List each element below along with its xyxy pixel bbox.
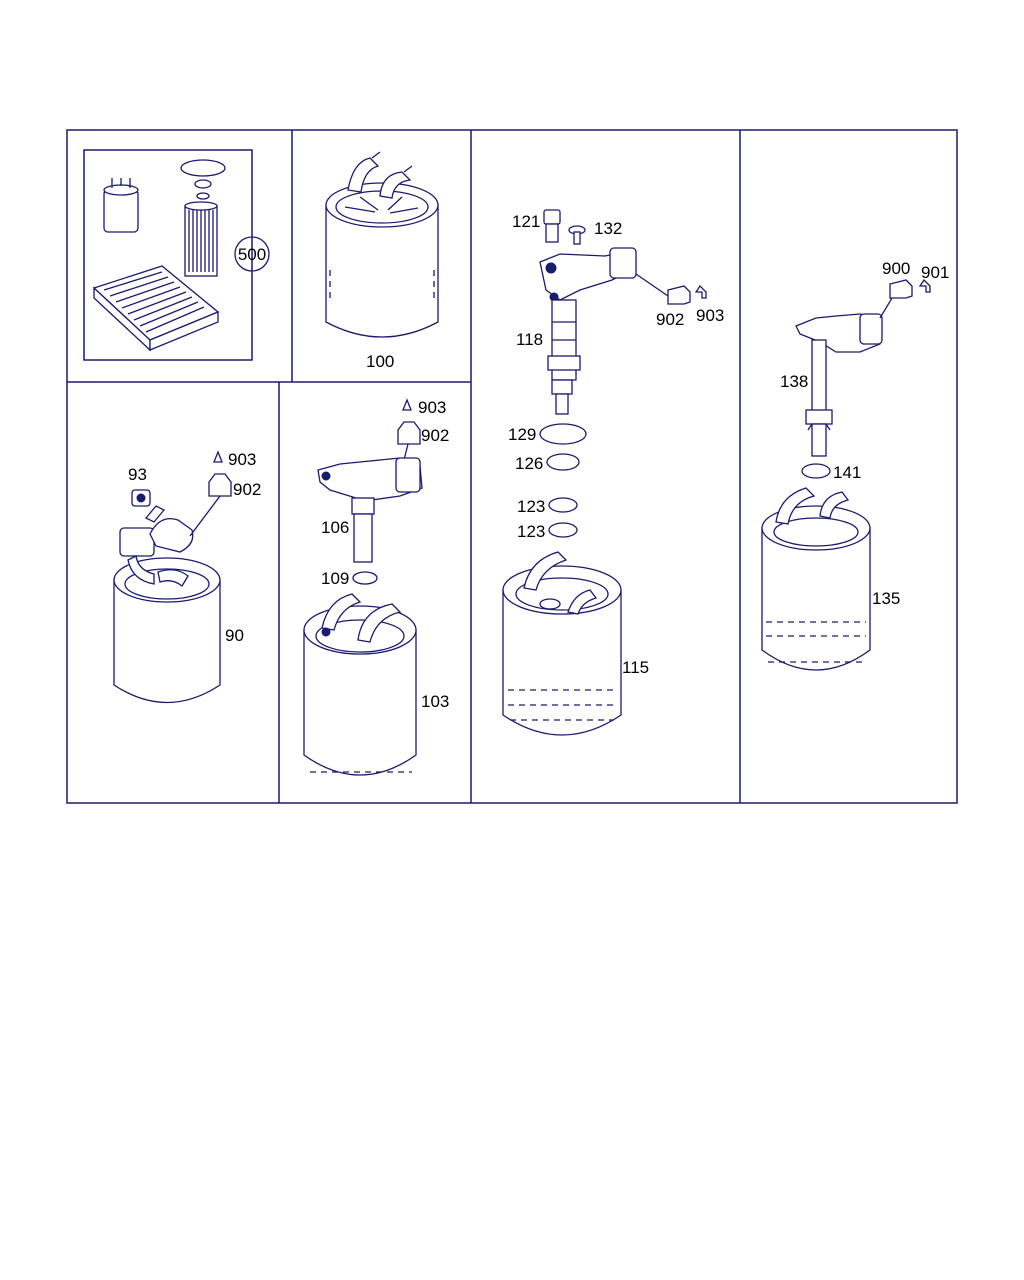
- label-132: 132: [594, 219, 622, 238]
- connector-900-901: [879, 278, 931, 319]
- o-ring-109: [352, 571, 378, 585]
- service-kit-illustration: [83, 149, 253, 361]
- label-109: 109: [321, 569, 349, 588]
- plug-93: [131, 489, 151, 507]
- label-141: 141: [833, 463, 861, 482]
- label-900: 900: [882, 259, 910, 278]
- diagram-frame: [66, 129, 958, 804]
- label-903-a: 903: [696, 306, 724, 325]
- label-129: 129: [508, 425, 536, 444]
- fuel-filter-90: [113, 505, 221, 704]
- callout-500: 500: [234, 236, 270, 272]
- fuel-filter-135: [761, 487, 871, 671]
- fuel-filter-115: [502, 551, 622, 736]
- label-138: 138: [780, 372, 808, 391]
- fuel-filter-103: [303, 593, 417, 776]
- sensor-assembly-138: [795, 313, 883, 457]
- label-118: 118: [516, 330, 543, 349]
- label-123-a: 123: [517, 497, 545, 516]
- fuel-filter-100: [325, 151, 439, 338]
- label-90: 90: [225, 626, 244, 645]
- filter-pleats: [188, 210, 214, 272]
- label-93: 93: [128, 465, 147, 484]
- connector-902-903-b: [189, 450, 232, 537]
- connector-902-903-c: [397, 398, 421, 461]
- label-100: 100: [366, 352, 394, 371]
- label-902-c: 902: [421, 426, 449, 445]
- label-500: 500: [238, 245, 266, 264]
- connector-902-903-a: [635, 273, 707, 305]
- o-rings-115: [539, 423, 587, 538]
- label-903-c: 903: [418, 398, 446, 417]
- label-115: 115: [622, 658, 649, 677]
- label-121: 121: [512, 212, 540, 231]
- label-106: 106: [321, 518, 349, 537]
- label-126: 126: [515, 454, 543, 473]
- label-123-b: 123: [517, 522, 545, 541]
- sensor-assembly-106: [317, 457, 423, 563]
- label-902-b: 902: [233, 480, 261, 499]
- label-135: 135: [872, 589, 900, 608]
- label-902-a: 902: [656, 310, 684, 329]
- label-103: 103: [421, 692, 449, 711]
- sensor-assembly-118: [539, 209, 637, 415]
- label-903-b: 903: [228, 450, 256, 469]
- o-ring-141: [801, 463, 831, 479]
- label-901: 901: [921, 263, 949, 282]
